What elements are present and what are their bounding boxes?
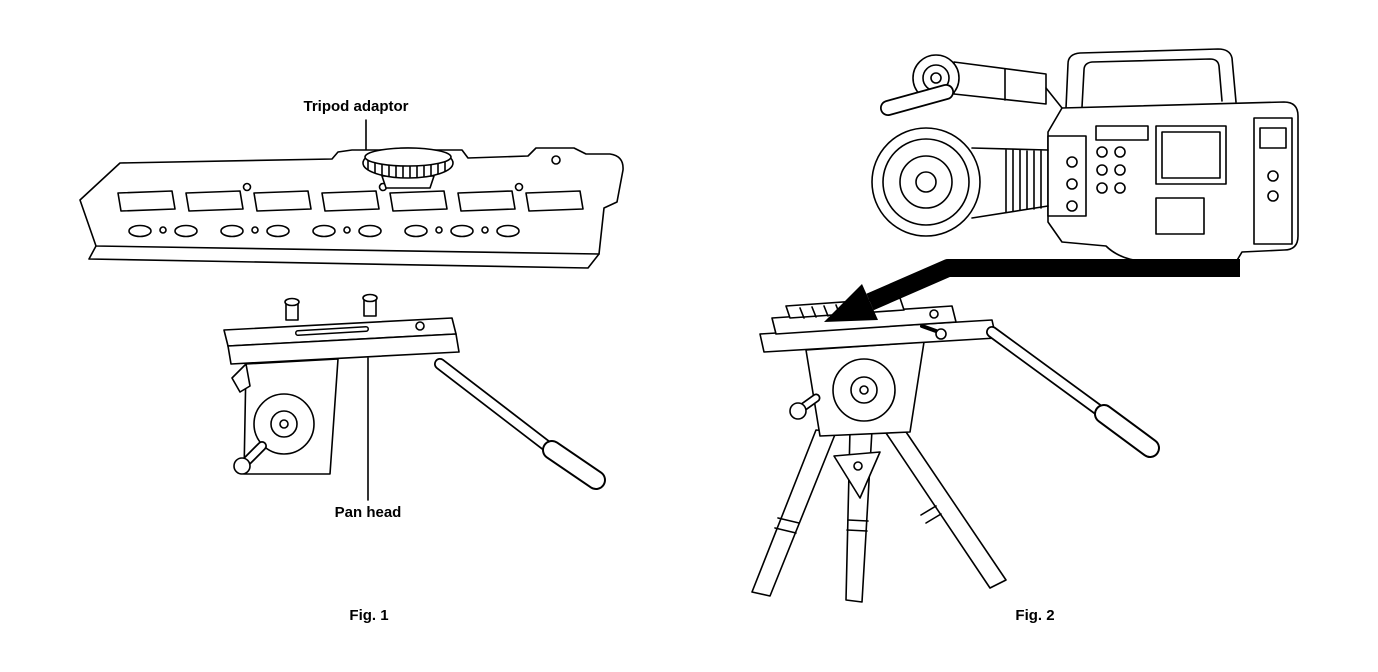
tripod-legs xyxy=(751,425,1007,603)
pan-head-lock-knob xyxy=(233,457,251,475)
mount-screws xyxy=(284,293,378,321)
figure1-caption: Fig. 1 xyxy=(349,607,389,624)
adaptor-screw xyxy=(551,155,561,165)
mounting-arrow xyxy=(824,259,1240,322)
camcorder-illustration xyxy=(871,48,1299,263)
camcorder-body xyxy=(1047,101,1299,263)
adaptor-slots xyxy=(117,182,584,212)
figure2-caption: Fig. 2 xyxy=(1015,607,1055,624)
callout-pan-head: Pan head xyxy=(334,504,402,521)
tripod-illustration xyxy=(751,297,1160,603)
callout-tripod-adaptor: Tripod adaptor xyxy=(303,98,409,115)
tripod-head xyxy=(789,341,925,437)
quick-release-plate xyxy=(223,317,460,365)
microphone xyxy=(880,84,954,116)
adaptor-holes xyxy=(128,224,520,238)
camcorder-handle xyxy=(1065,48,1237,109)
side-controls xyxy=(1066,117,1293,245)
lens xyxy=(871,127,1087,237)
pan-head-illustration xyxy=(223,293,606,501)
tripod-adaptor-illustration xyxy=(79,119,624,269)
